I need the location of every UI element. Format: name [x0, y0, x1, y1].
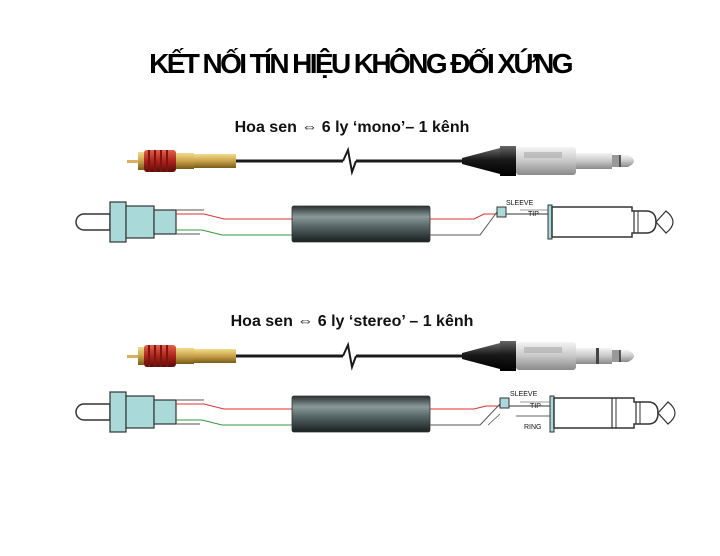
- rca-body-shape: [109, 201, 127, 243]
- stereo-photo-cable: [127, 341, 634, 371]
- cable-sleeve-shape: [291, 205, 431, 243]
- jack-plug-stereo-icon: [462, 341, 634, 371]
- jack-stereo-outline: [553, 397, 659, 429]
- mono-schematic: SLEEVE TIP: [75, 200, 674, 243]
- rca-pin-shape: [75, 213, 111, 231]
- mono-photo-cable: [127, 146, 634, 176]
- rca-plug-icon: [127, 150, 236, 172]
- label-sleeve: SLEEVE: [506, 200, 534, 207]
- page-title: KẾT NỐI TÍN HIỆU KHÔNG ĐỐI XỨNG: [149, 48, 573, 79]
- jack-plug-mono-icon: [462, 146, 634, 176]
- stereo-schematic: SLEEVE TIP RING: [75, 391, 676, 433]
- rca-plug-icon: [127, 345, 236, 367]
- label-ring: RING: [524, 424, 542, 431]
- label-sleeve: SLEEVE: [510, 391, 538, 398]
- label-tip: TIP: [528, 211, 539, 218]
- label-tip: TIP: [530, 403, 541, 410]
- stereo-heading: Hoa sen ⇔ 6 ly ‘stereo’ – 1 kênh: [230, 313, 474, 330]
- mono-heading: Hoa sen ⇔ 6 ly ‘mono’– 1 kênh: [234, 119, 470, 136]
- jack-mono-outline: [551, 206, 657, 238]
